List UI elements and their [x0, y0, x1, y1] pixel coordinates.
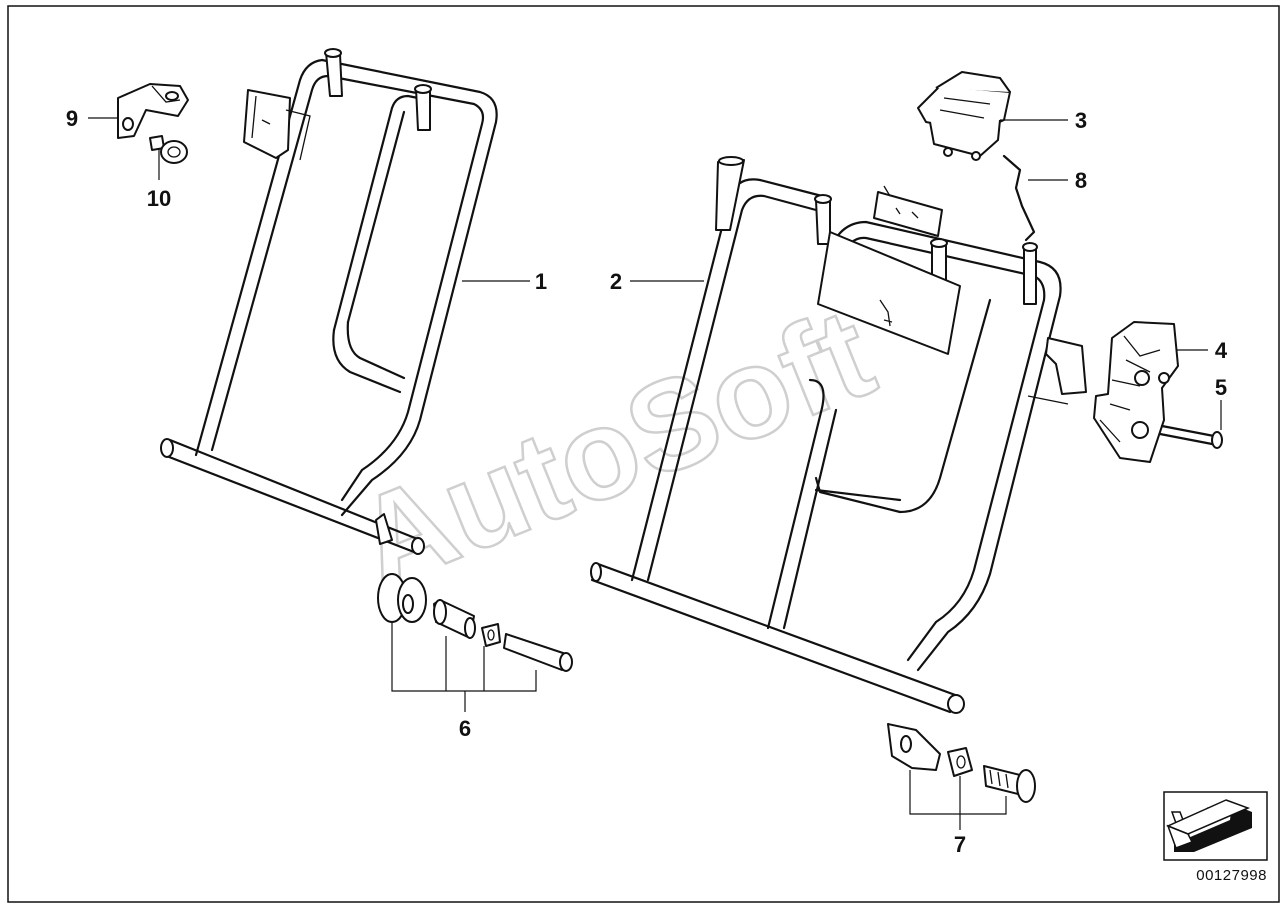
part-7-mount-kit — [887, 723, 1036, 803]
part-6-hinge-kit — [377, 573, 573, 672]
direction-arrow-icon — [1163, 791, 1268, 861]
callout-5: 5 — [1215, 375, 1227, 400]
part-2-backrest-frame-right — [590, 156, 1087, 714]
callout-1: 1 — [535, 269, 547, 294]
part-5-pin — [1158, 424, 1223, 449]
callout-2: 2 — [610, 269, 622, 294]
callout-labels: 1 2 3 4 5 6 7 8 9 10 — [66, 106, 1228, 857]
callout-10: 10 — [147, 186, 171, 211]
callout-3: 3 — [1075, 108, 1087, 133]
diagram-frame — [7, 5, 1280, 903]
watermark-text: AutoSoft — [337, 281, 891, 616]
callout-8: 8 — [1075, 168, 1087, 193]
part-10-bolt — [149, 135, 188, 164]
callout-6: 6 — [459, 716, 471, 741]
part-3-latch — [917, 71, 1011, 161]
part-9-bracket — [117, 83, 189, 139]
callout-7: 7 — [954, 832, 966, 857]
part-1-backrest-frame-left — [160, 48, 498, 555]
leader-lines — [88, 117, 1222, 830]
part-8-rod — [1002, 154, 1036, 242]
callout-9: 9 — [66, 106, 78, 131]
part-4-lock-assembly — [1093, 321, 1179, 463]
callout-4: 4 — [1215, 338, 1228, 363]
reference-number: 00127998 — [1196, 867, 1267, 884]
